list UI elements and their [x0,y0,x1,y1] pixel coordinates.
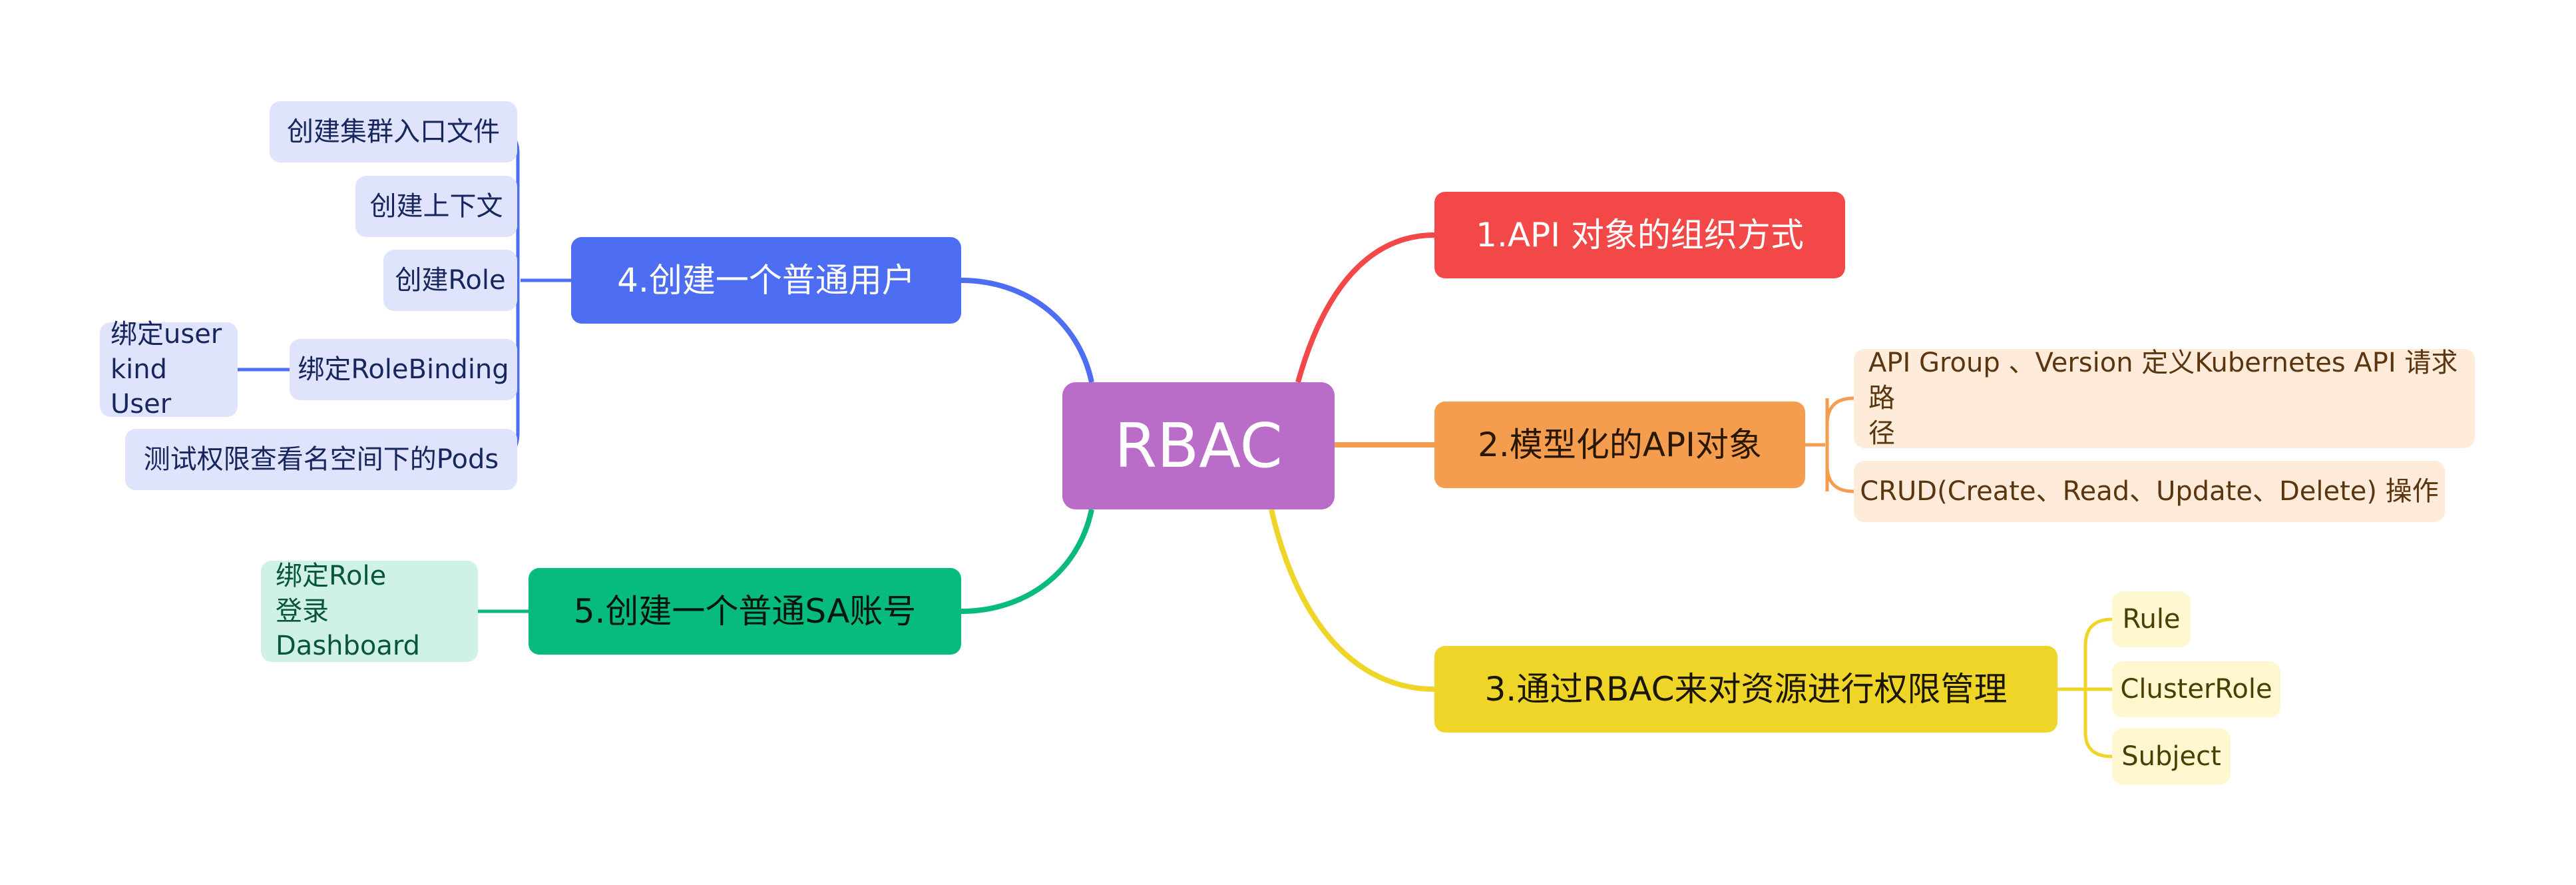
edge-b3-children [2057,617,2113,758]
subtopic-rule[interactable]: Rule [2112,591,2191,647]
topic-rbac-permission-management[interactable]: 3.通过RBAC来对资源进行权限管理 [1434,646,2057,733]
subtopic-create-cluster-entry-file[interactable]: 创建集群入口文件 [270,101,517,162]
subtopic-subject[interactable]: Subject [2112,729,2231,784]
subtopic-line: kind User [110,354,172,420]
edge-root-b5 [961,509,1094,614]
subtopic-api-group-version[interactable]: API Group 、Version 定义Kubernetes API 请求路 … [1854,348,2475,449]
topic-create-sa-account[interactable]: 5.创建一个普通SA账号 [529,568,961,655]
subtopic-line: 绑定Role [276,560,387,591]
subtopic-line: API Group 、Version 定义Kubernetes API 请求路 [1868,348,2458,414]
subtopic-crud-operations[interactable]: CRUD(Create、Read、Update、Delete) 操作 [1854,461,2445,522]
edge-root-b3 [1269,509,1435,692]
topic-api-object-organization[interactable]: 1.API 对象的组织方式 [1434,192,1845,278]
edge-b2-children [1805,396,1854,493]
subtopic-clusterrole[interactable]: ClusterRole [2112,661,2280,717]
edge-root-b1 [1295,232,1435,384]
subtopic-create-context[interactable]: 创建上下文 [355,176,517,237]
subtopic-line: 绑定user [110,318,222,350]
subtopic-bind-rolebinding[interactable]: 绑定RoleBinding [290,339,517,400]
subtopic-line: 登录Dashboard [276,595,421,662]
topic-create-normal-user[interactable]: 4.创建一个普通用户 [571,237,961,324]
edge-root-b4 [961,278,1094,383]
topic-modeled-api-objects[interactable]: 2.模型化的API对象 [1434,402,1805,488]
subtopic-create-role[interactable]: 创建Role [383,250,517,311]
subtopic-test-permission-pods[interactable]: 测试权限查看名空间下的Pods [125,429,517,490]
subtopic-bind-user-kind[interactable]: 绑定user kind User [100,319,238,420]
root-topic-rbac[interactable]: RBAC [1062,382,1335,509]
subtopic-bind-role-dashboard[interactable]: 绑定Role 登录Dashboard [261,561,478,662]
subtopic-line: 径 [1868,418,1895,449]
